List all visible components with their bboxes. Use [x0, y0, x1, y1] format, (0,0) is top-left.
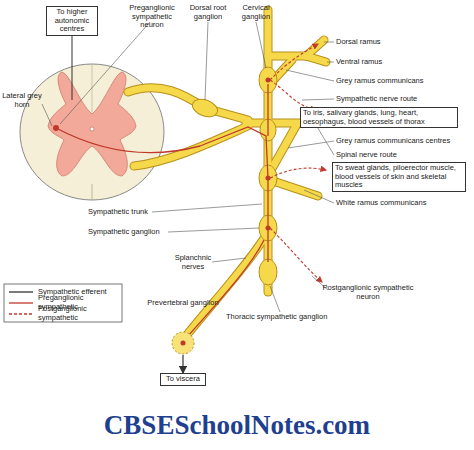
leader-line — [324, 42, 334, 43]
ventral-ramus — [306, 56, 326, 62]
box-text: To iris, salivary glands, lung, heart, o… — [303, 109, 455, 126]
box-text: To sweat glands, piloerector muscle, blo… — [335, 164, 463, 190]
destination-box: To higher autonomic centres — [46, 6, 98, 36]
preganglionic-fibre — [56, 127, 268, 178]
leader-line — [327, 62, 334, 63]
neuron-cell-body — [53, 125, 59, 131]
preganglionic-fibre — [267, 178, 268, 262]
nerve-fill — [128, 10, 326, 336]
legend-sample — [8, 311, 34, 317]
nerve-outline — [128, 10, 326, 336]
neuron-cell-body — [266, 78, 271, 83]
legend-text: Postganglionic sympathetic — [38, 305, 120, 322]
ventral-ramus — [306, 56, 326, 62]
leader-lines — [42, 22, 334, 312]
connector-arrow — [182, 355, 183, 373]
structure-label: Lateral grey horn — [2, 92, 42, 109]
box-text: To viscera — [163, 375, 203, 384]
ventral-root — [134, 126, 248, 166]
structure-label: Ventral ramus — [336, 58, 446, 67]
legend-sample — [8, 289, 34, 295]
legend-line — [9, 302, 33, 303]
postganglionic-fibre — [270, 44, 318, 80]
leader-line — [42, 104, 52, 126]
dorsal-root — [128, 88, 248, 120]
lower-ramus — [270, 180, 318, 196]
median-fissure — [92, 184, 93, 200]
leader-line — [316, 125, 334, 155]
structure-label: Splanchnic nerves — [172, 254, 214, 271]
destination-box: To viscera — [160, 373, 206, 386]
ascending-pathway — [72, 28, 73, 100]
ventral-root — [134, 126, 248, 166]
postganglionic-fibre — [270, 80, 316, 110]
legend-frame — [4, 284, 122, 322]
structure-label: Postganglionic sympathetic neuron — [318, 284, 418, 301]
destination-box: To iris, salivary glands, lung, heart, o… — [300, 107, 458, 128]
ganglion-outline — [172, 332, 194, 354]
destination-box: To sweat glands, piloerector muscle, blo… — [332, 162, 466, 192]
legend-sample — [8, 300, 34, 306]
structure-label: Preganglionic sympathetic neuron — [124, 4, 180, 30]
lower-ramus — [270, 180, 318, 196]
structure-label: Sympathetic nerve route — [336, 95, 456, 104]
central-canal — [90, 127, 94, 131]
leader-line — [60, 22, 150, 124]
leader-line — [302, 99, 334, 100]
structure-label: Sympathetic trunk — [88, 208, 168, 217]
structure-label: Thoracic sympathetic ganglion — [226, 313, 356, 322]
watermark: CBSESchoolNotes.com — [0, 412, 474, 439]
box-text: To higher autonomic centres — [49, 8, 95, 34]
legend-line — [9, 313, 33, 314]
structure-label: White ramus communicans — [336, 199, 466, 208]
sympathetic-trunk — [265, 10, 272, 292]
structure-label: Sympathetic ganglion — [88, 228, 178, 237]
leader-line — [212, 258, 246, 262]
legend: Sympathetic efferentPreganglionic sympat… — [8, 287, 120, 321]
cervical-nerve — [268, 52, 308, 61]
legend-line — [9, 291, 33, 292]
neuron-cell-body — [266, 226, 271, 231]
leader-line — [168, 228, 259, 232]
postganglionic-fibre — [270, 228, 322, 282]
ganglion-shape — [171, 331, 195, 355]
legend-row: Postganglionic sympathetic — [8, 309, 120, 319]
ganglion-label: Prevertebral ganglion — [138, 299, 228, 308]
postganglionic-fibre — [270, 168, 326, 178]
ganglia — [190, 67, 277, 285]
leader-line — [205, 22, 208, 100]
structure-label: Dorsal ramus — [336, 38, 446, 47]
thoracic-ganglion — [259, 259, 277, 285]
neuron-cell-body — [181, 341, 186, 346]
structure-label: Grey ramus communicans — [336, 77, 456, 86]
leader-line — [256, 22, 266, 68]
neuron-cell-body — [266, 176, 271, 181]
structure-label: Cervical ganglion — [236, 4, 276, 21]
leader-line — [270, 286, 280, 312]
structure-label: Grey ramus communicans centres — [336, 137, 466, 146]
leader-line — [288, 141, 334, 148]
preganglionic-fibre — [267, 84, 268, 136]
ganglion-circle: Prevertebral ganglion — [171, 331, 195, 355]
leader-line — [286, 70, 334, 81]
leader-line — [304, 190, 334, 203]
leader-line — [152, 204, 262, 212]
dorsal-root — [128, 88, 248, 120]
structure-label: Spinal nerve route — [336, 151, 456, 160]
structure-label: Dorsal root ganglion — [186, 4, 230, 21]
sympathetic-trunk — [264, 10, 273, 292]
